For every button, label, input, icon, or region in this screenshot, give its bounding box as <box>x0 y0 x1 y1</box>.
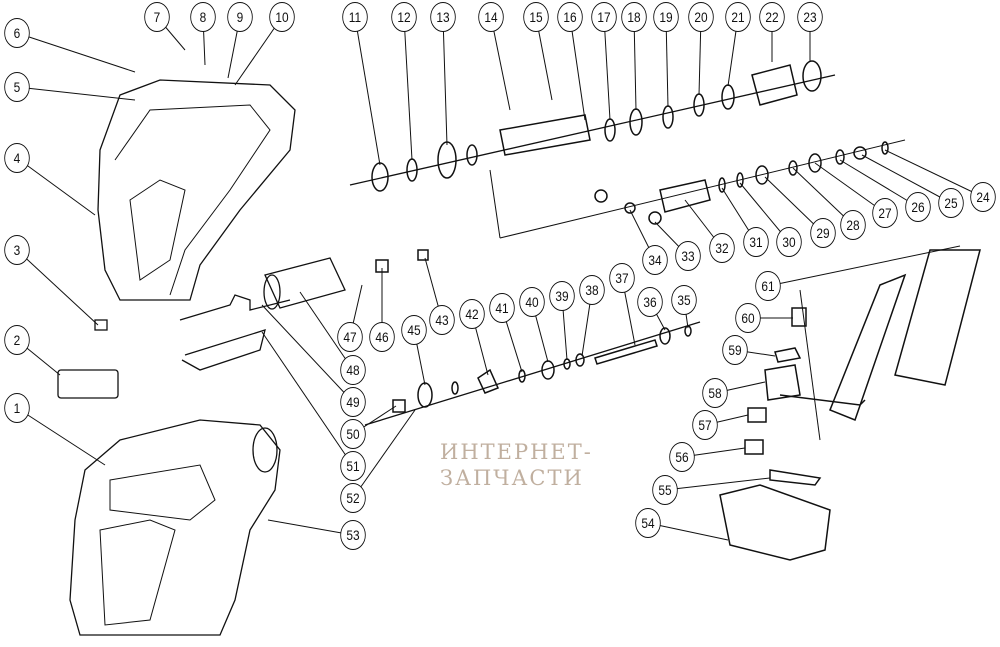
callout-12: 12 <box>391 2 417 32</box>
callout-5: 5 <box>4 72 30 102</box>
watermark-line2: ЗАПЧАСТИ <box>440 466 584 490</box>
leader-line-19 <box>665 16 669 108</box>
callout-40: 40 <box>519 287 545 317</box>
leader-line-16 <box>569 16 586 121</box>
leader-line-24 <box>884 149 984 198</box>
callout-11: 11 <box>342 2 368 32</box>
callout-35: 35 <box>671 285 697 315</box>
cell-tube <box>829 273 907 421</box>
watermark-line1: ИНТЕРНЕТ- <box>440 440 593 464</box>
motor <box>264 257 346 309</box>
leader-line-12 <box>403 16 413 161</box>
callout-10: 10 <box>269 2 295 32</box>
callout-41: 41 <box>489 293 515 323</box>
cell-pack <box>894 249 981 386</box>
battery-pack <box>719 484 831 561</box>
callout-52: 52 <box>340 483 366 513</box>
callout-23: 23 <box>797 2 823 32</box>
callout-2: 2 <box>4 325 30 355</box>
leader-line-54 <box>647 522 729 541</box>
leader-line-3 <box>16 249 99 326</box>
leader-line-55 <box>664 477 771 491</box>
callout-58: 58 <box>702 378 728 408</box>
leader-line-48 <box>299 291 354 371</box>
callout-28: 28 <box>840 210 866 240</box>
callout-15: 15 <box>523 2 549 32</box>
leader-line-25 <box>861 154 952 204</box>
leader-line-1 <box>16 407 106 466</box>
callout-54: 54 <box>635 508 661 538</box>
upper-axis <box>349 74 836 186</box>
callout-8: 8 <box>190 2 216 32</box>
leader-line-5 <box>16 86 136 101</box>
callout-37: 37 <box>609 263 635 293</box>
callout-56: 56 <box>669 442 695 472</box>
callout-46: 46 <box>369 322 395 352</box>
lower-axis <box>364 321 701 426</box>
leader-line-17 <box>603 16 611 121</box>
callout-25: 25 <box>938 188 964 218</box>
leader-line-18 <box>633 16 637 111</box>
callout-34: 34 <box>642 245 668 275</box>
callout-6: 6 <box>4 18 30 48</box>
callout-19: 19 <box>653 2 679 32</box>
callout-53: 53 <box>340 520 366 550</box>
callout-22: 22 <box>759 2 785 32</box>
callout-29: 29 <box>810 218 836 248</box>
leader-line-14 <box>490 16 511 111</box>
callout-13: 13 <box>430 2 456 32</box>
callout-20: 20 <box>688 2 714 32</box>
callout-47: 47 <box>337 322 363 352</box>
leader-line-11 <box>354 16 381 166</box>
callout-17: 17 <box>591 2 617 32</box>
leader-line-13 <box>442 16 448 146</box>
callout-51: 51 <box>340 451 366 481</box>
callout-7: 7 <box>144 2 170 32</box>
leader-line-26 <box>839 159 919 208</box>
callout-1: 1 <box>4 393 30 423</box>
callout-49: 49 <box>340 387 366 417</box>
callout-4: 4 <box>4 143 30 173</box>
callout-3: 3 <box>4 235 30 265</box>
switch-part <box>57 369 119 399</box>
leader-line-4 <box>16 157 96 216</box>
leader-lines <box>16 16 984 541</box>
callout-60: 60 <box>735 303 761 333</box>
leader-line-52 <box>352 409 416 499</box>
callout-31: 31 <box>743 227 769 257</box>
callout-36: 36 <box>637 287 663 317</box>
callout-48: 48 <box>340 355 366 385</box>
callout-50: 50 <box>340 419 366 449</box>
callout-30: 30 <box>776 227 802 257</box>
callout-21: 21 <box>725 2 751 32</box>
callout-33: 33 <box>675 241 701 271</box>
callout-18: 18 <box>621 2 647 32</box>
leader-line-61 <box>767 245 961 287</box>
callout-42: 42 <box>459 299 485 329</box>
leader-line-49 <box>261 304 354 403</box>
leader-line-51 <box>261 331 354 467</box>
callout-32: 32 <box>709 233 735 263</box>
callout-16: 16 <box>557 2 583 32</box>
callout-39: 39 <box>549 281 575 311</box>
callout-24: 24 <box>970 182 996 212</box>
callout-59: 59 <box>722 335 748 365</box>
callout-55: 55 <box>652 475 678 505</box>
callout-57: 57 <box>692 410 718 440</box>
callout-38: 38 <box>579 275 605 305</box>
callout-43: 43 <box>429 305 455 335</box>
leader-line-6 <box>16 32 136 73</box>
lower-housing <box>69 419 281 636</box>
callout-45: 45 <box>401 315 427 345</box>
upper-housing <box>97 79 296 301</box>
callout-61: 61 <box>755 271 781 301</box>
callout-26: 26 <box>905 192 931 222</box>
callout-27: 27 <box>872 198 898 228</box>
leader-line-53 <box>267 519 354 536</box>
callout-9: 9 <box>227 2 253 32</box>
callout-14: 14 <box>478 2 504 32</box>
